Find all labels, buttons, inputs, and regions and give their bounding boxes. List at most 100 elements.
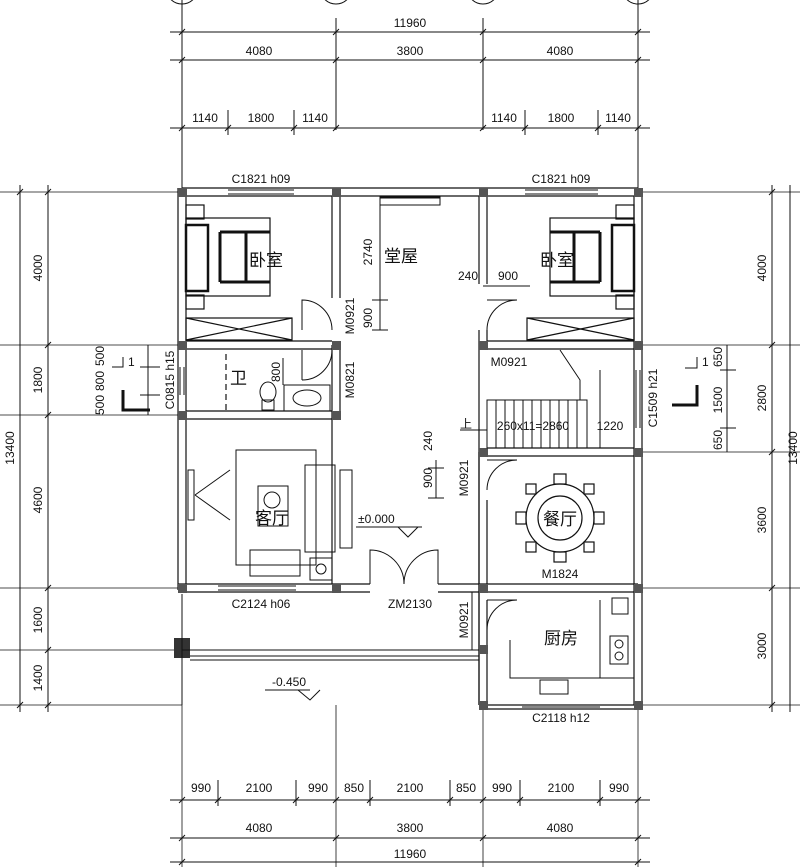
win-top-left: C1821 h09	[232, 172, 291, 186]
hall-dimension-lines	[282, 198, 530, 499]
left-dimension-lines	[16, 185, 160, 712]
section-right-label: 1	[702, 355, 709, 369]
top-total-label: 11960	[394, 16, 427, 30]
bottom-open-6: 850	[456, 781, 476, 795]
anno-hall-900: 900	[361, 308, 375, 328]
anno-mid-900: 900	[421, 468, 435, 488]
room-hall: 堂屋	[384, 247, 418, 267]
living-furniture	[187, 449, 353, 581]
right-total: 13400	[786, 431, 800, 465]
left-dim-5: 1400	[31, 664, 45, 691]
room-bedroom-left: 卧室	[249, 251, 283, 271]
door-right-bed: M0921	[491, 355, 528, 369]
bed-right	[526, 204, 636, 341]
win-top-right: C1821 h09	[532, 172, 591, 186]
door-hall-bed: M0921	[343, 297, 357, 334]
level-marker-floor	[356, 526, 422, 538]
door-dining: M0921	[457, 459, 471, 496]
room-bath: 卫	[230, 369, 247, 389]
left-dim-4: 1600	[31, 606, 45, 633]
door-bath: M0821	[343, 361, 357, 398]
room-dining: 餐厅	[543, 510, 577, 530]
stairs	[460, 349, 601, 449]
anno-mid-240: 240	[421, 431, 435, 451]
opening-dining: M1824	[542, 567, 579, 581]
anno-stair-up: 上	[460, 417, 472, 431]
right-outer-labels: 4000 2800 3600 3000 13400 650 1500 650	[711, 254, 800, 659]
left-dim-3: 4600	[31, 486, 45, 513]
top-win-right-1: 1140	[491, 111, 517, 125]
room-kitchen: 厨房	[544, 629, 578, 649]
room-living: 客厅	[255, 509, 289, 529]
bottom-bay-labels: 4080 3800 4080	[246, 821, 574, 835]
top-bay-labels: 4080 3800 4080	[246, 44, 574, 58]
bottom-open-3: 990	[308, 781, 328, 795]
top-win-left-3: 1140	[302, 111, 328, 125]
top-win-right-3: 1140	[605, 111, 631, 125]
left-detail-2: 800	[93, 371, 107, 391]
kitchen-counter	[509, 597, 634, 695]
room-bedroom-right: 卧室	[540, 251, 574, 271]
level-outdoor-label: -0.450	[272, 675, 306, 689]
axis-markers	[170, 0, 650, 5]
bottom-opening-labels: 990 2100 990 850 2100 850 990 2100 990	[191, 781, 629, 795]
bottom-open-1: 990	[191, 781, 211, 795]
bath-fixtures	[259, 381, 331, 412]
door-kitchen: M0921	[457, 601, 471, 638]
entry-steps	[181, 592, 479, 705]
win-stair: C1509 h21	[646, 368, 660, 427]
bottom-total-label: 11960	[394, 847, 427, 861]
grid-lines	[0, 191, 800, 867]
right-dim-3: 3600	[755, 506, 769, 533]
left-detail-3: 500	[93, 395, 107, 415]
bottom-open-4: 850	[344, 781, 364, 795]
left-total: 13400	[3, 431, 17, 465]
bed-left	[184, 204, 293, 341]
top-win-left-1: 1140	[192, 111, 218, 125]
bottom-open-5: 2100	[397, 781, 424, 795]
left-dim-1: 4000	[31, 254, 45, 281]
bottom-bay-2: 3800	[397, 821, 424, 835]
anno-right-900: 900	[498, 269, 518, 283]
right-detail-2: 1500	[711, 386, 725, 413]
section-marker-left	[112, 357, 150, 412]
top-win-right-2: 1800	[548, 111, 575, 125]
bottom-dimension-lines	[170, 780, 650, 866]
right-dim-1: 4000	[755, 254, 769, 281]
bottom-open-8: 2100	[548, 781, 575, 795]
left-dim-2: 1800	[31, 366, 45, 393]
level-floor-label: ±0.000	[358, 512, 395, 526]
anno-bath-800: 800	[269, 362, 283, 382]
win-living: C2124 h06	[232, 597, 291, 611]
right-dimension-lines	[720, 185, 791, 712]
columns	[174, 188, 643, 710]
win-kitchen: C2118 h12	[532, 711, 590, 725]
door-main: ZM2130	[388, 597, 432, 611]
anno-stair-1220: 1220	[597, 419, 624, 433]
top-dimension-lines	[170, 0, 650, 190]
left-outer-labels: 4000 1800 4600 1600 1400 13400 500 800 5…	[3, 254, 107, 691]
section-left-label: 1	[128, 355, 135, 369]
bottom-open-7: 990	[492, 781, 512, 795]
top-win-left-2: 1800	[248, 111, 275, 125]
top-bay-2: 3800	[397, 44, 424, 58]
anno-right-240: 240	[458, 269, 478, 283]
windows	[179, 189, 641, 708]
top-bay-3: 4080	[547, 44, 574, 58]
bottom-bay-3: 4080	[547, 821, 574, 835]
section-marker-right	[672, 357, 699, 407]
doors	[301, 299, 518, 631]
right-detail-3: 650	[711, 430, 725, 450]
anno-stair: 260x11=2860	[497, 419, 570, 433]
top-bay-1: 4080	[246, 44, 273, 58]
bottom-bay-1: 4080	[246, 821, 273, 835]
bottom-open-2: 2100	[246, 781, 273, 795]
bottom-open-9: 990	[609, 781, 629, 795]
left-detail-1: 500	[93, 346, 107, 366]
top-window-labels: 1140 1800 1140 1140 1800 1140	[192, 111, 631, 125]
dining-table	[515, 473, 605, 563]
right-dim-4: 3000	[755, 632, 769, 659]
win-bath: C0815 h15	[163, 350, 177, 409]
right-dim-2: 2800	[755, 384, 769, 411]
